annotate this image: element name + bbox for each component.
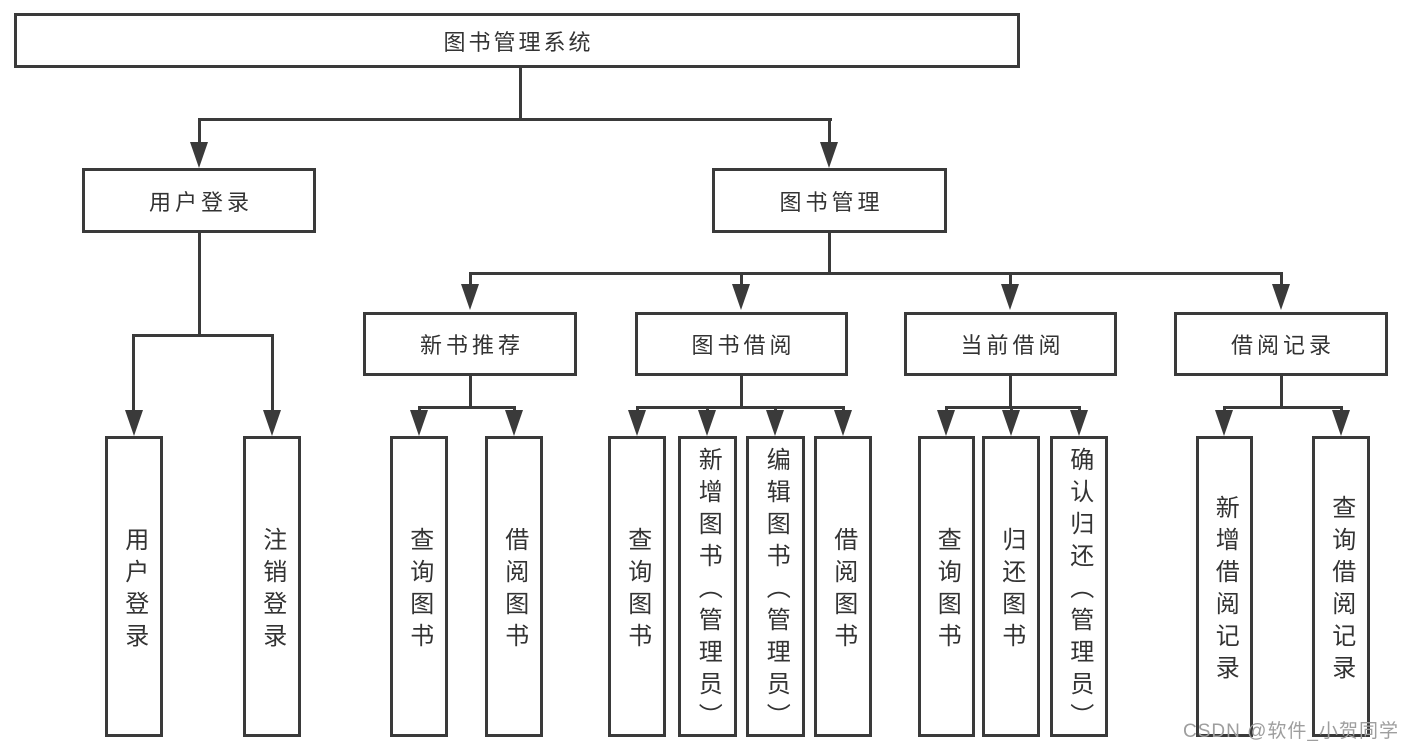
connector-new-book-shaft: [469, 274, 472, 288]
node-new-book-recommend-label: 新书推荐: [419, 333, 524, 358]
connector-leaf-login-shaft: [132, 336, 135, 412]
leaf-edit-book-admin: 编辑图书（管理员）: [746, 436, 805, 737]
connector-book-mgmt-shaft: [828, 120, 831, 146]
arrowhead-g4-leaf-1: [937, 410, 955, 436]
arrowhead-g4-leaf-2: [1002, 410, 1020, 436]
leaf-edit-book-admin-label: 编辑图书（管理员）: [762, 446, 790, 735]
node-book-borrow: 图书借阅: [635, 312, 848, 376]
arrowhead-leaf-logout: [263, 410, 281, 436]
connector-g3-down: [740, 376, 743, 408]
arrowhead-new-book: [461, 284, 479, 310]
node-root-label: 图书管理系统: [443, 29, 594, 55]
leaf-query-borrow-record-label: 查询借阅记录: [1327, 494, 1355, 687]
node-new-book-recommend: 新书推荐: [363, 312, 577, 376]
leaf-query-books-3-label: 查询图书: [933, 526, 961, 655]
arrowhead-g3-leaf-4: [834, 410, 852, 436]
arrowhead-g3-leaf-3: [766, 410, 784, 436]
node-current-borrow-label: 当前借阅: [960, 333, 1065, 358]
node-user-login: 用户登录: [82, 168, 316, 233]
leaf-user-login-label: 用户登录: [120, 526, 148, 655]
node-root: 图书管理系统: [14, 13, 1020, 68]
node-user-login-label: 用户登录: [148, 189, 253, 215]
arrowhead-g2-leaf-2: [505, 410, 523, 436]
connector-g3-split: [636, 406, 845, 409]
node-book-borrow-label: 图书借阅: [691, 333, 796, 358]
leaf-add-book-admin: 新增图书（管理员）: [678, 436, 737, 737]
connector-book-borrow-shaft: [740, 274, 743, 288]
arrowhead-book-borrow: [732, 284, 750, 310]
connector-g5-split: [1223, 406, 1343, 409]
leaf-logout-label: 注销登录: [258, 526, 286, 655]
arrowhead-g2-leaf-1: [410, 410, 428, 436]
arrowhead-current-borrow: [1001, 284, 1019, 310]
connector-root-down: [519, 68, 522, 120]
leaf-query-books-2-label: 查询图书: [623, 526, 651, 655]
arrowhead-g5-leaf-2: [1332, 410, 1350, 436]
leaf-borrow-books-1: 借阅图书: [485, 436, 543, 737]
leaf-query-books-1: 查询图书: [390, 436, 448, 737]
connector-level2-horizontal: [198, 118, 832, 121]
arrowhead-g5-leaf-1: [1215, 410, 1233, 436]
connector-current-borrow-shaft: [1009, 274, 1012, 288]
leaf-add-borrow-record: 新增借阅记录: [1196, 436, 1253, 737]
arrowhead-g4-leaf-3: [1070, 410, 1088, 436]
node-book-management: 图书管理: [712, 168, 947, 233]
arrowhead-book-mgmt: [820, 142, 838, 168]
connector-g5-down: [1280, 376, 1283, 408]
leaf-add-book-admin-label: 新增图书（管理员）: [694, 446, 722, 735]
leaf-confirm-return-admin-label: 确认归还（管理员）: [1065, 446, 1093, 735]
connector-g4-down: [1009, 376, 1012, 408]
arrowhead-borrow-records: [1272, 284, 1290, 310]
connector-g2-split: [418, 406, 516, 409]
arrowhead-user-login: [190, 142, 208, 168]
node-borrow-records-label: 借阅记录: [1230, 333, 1335, 358]
leaf-user-login: 用户登录: [105, 436, 163, 737]
leaf-confirm-return-admin: 确认归还（管理员）: [1050, 436, 1108, 737]
leaf-query-books-2: 查询图书: [608, 436, 666, 737]
leaf-query-borrow-record: 查询借阅记录: [1312, 436, 1370, 737]
arrowhead-g3-leaf-2: [698, 410, 716, 436]
leaf-borrow-books-2: 借阅图书: [814, 436, 872, 737]
arrowhead-leaf-login: [125, 410, 143, 436]
connector-level3-horizontal: [469, 272, 1283, 275]
leaf-borrow-books-1-label: 借阅图书: [500, 526, 528, 655]
node-borrow-records: 借阅记录: [1174, 312, 1388, 376]
connector-user-login-shaft: [198, 120, 201, 146]
node-book-management-label: 图书管理: [779, 189, 884, 215]
connector-leaf-logout-shaft: [271, 336, 274, 412]
connector-borrow-records-shaft: [1280, 274, 1283, 288]
csdn-watermark: CSDN @软件_小贺同学: [1183, 721, 1399, 742]
node-current-borrow: 当前借阅: [904, 312, 1117, 376]
arrowhead-g3-leaf-1: [628, 410, 646, 436]
connector-user-login-down: [198, 233, 201, 336]
leaf-query-books-3: 查询图书: [918, 436, 975, 737]
leaf-logout: 注销登录: [243, 436, 301, 737]
connector-g2-down: [469, 376, 472, 408]
connector-book-mgmt-down: [828, 233, 831, 274]
leaf-borrow-books-2-label: 借阅图书: [829, 526, 857, 655]
leaf-add-borrow-record-label: 新增借阅记录: [1211, 494, 1239, 687]
connector-user-login-split: [132, 334, 274, 337]
leaf-return-book-label: 归还图书: [997, 526, 1025, 655]
connector-g4-split: [945, 406, 1081, 409]
leaf-query-books-1-label: 查询图书: [405, 526, 433, 655]
leaf-return-book: 归还图书: [982, 436, 1040, 737]
